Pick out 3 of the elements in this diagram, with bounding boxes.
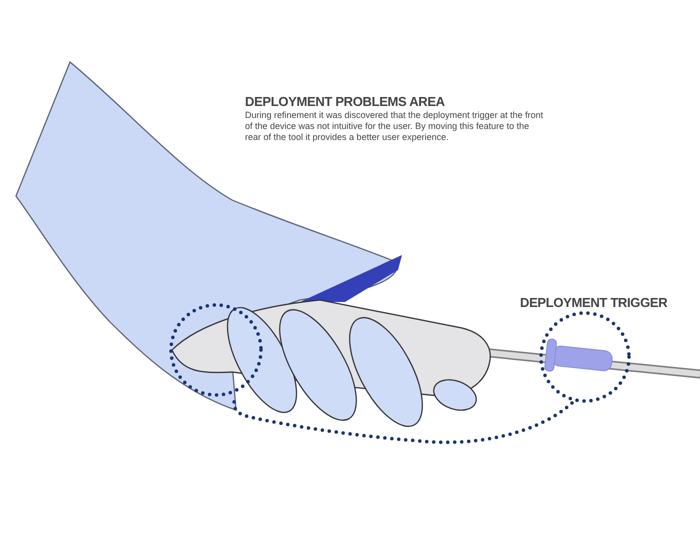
section-heading: DEPLOYMENT PROBLEMS AREA	[245, 94, 446, 110]
description-text: During refinement it was discovered that the deployment trigger at the front of the device was not intuitive for the user. By moving this feature to the rear of the tool it provides a better user experience.	[245, 110, 544, 144]
callout-heading: DEPLOYMENT TRIGGER	[520, 294, 668, 312]
